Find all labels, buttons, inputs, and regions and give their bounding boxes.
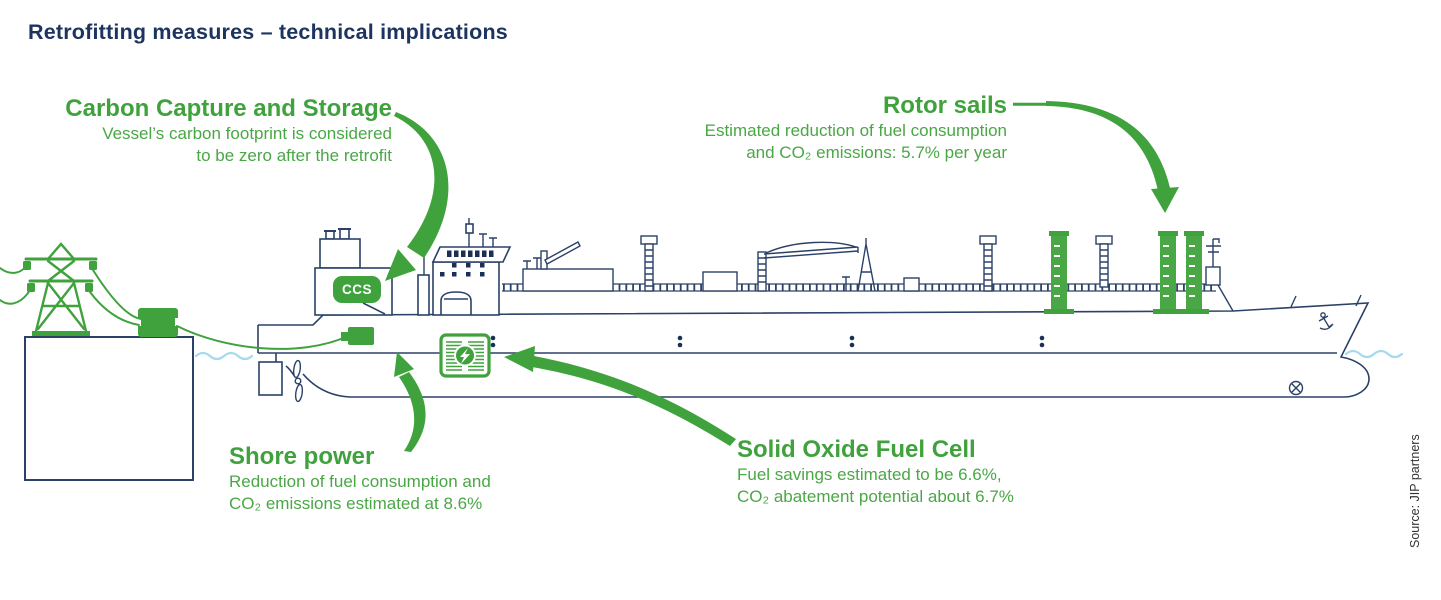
ladder-mast (1095, 235, 1113, 288)
sofc-line2: CO₂ abatement potential about 6.7% (737, 487, 1014, 506)
rotor-sail-icon (1179, 231, 1209, 314)
shore-heading: Shore power (229, 443, 375, 470)
shore-power-arrow (394, 352, 426, 452)
ccs-heading: Carbon Capture and Storage (65, 95, 392, 122)
transformer-box (135, 308, 181, 337)
aft-superstructure (314, 225, 430, 316)
annotation-rotor-sails: Rotor sails Estimated reduction of fuel … (607, 92, 1007, 164)
fuel-cell-icon (439, 333, 491, 378)
dock (24, 336, 194, 481)
ccs-badge: CCS (333, 276, 381, 303)
annotation-sofc: Solid Oxide Fuel Cell Fuel savings estim… (737, 436, 1117, 508)
rotor-sails-arrow (1013, 101, 1179, 213)
source-credit: Source: JIP partners (1408, 434, 1422, 548)
foremast (1205, 238, 1221, 286)
a-frame-mast (857, 238, 876, 292)
sofc-arrow (504, 346, 736, 446)
water-waves (194, 349, 1404, 361)
annotation-ccs: Carbon Capture and Storage Vessel’s carb… (30, 95, 392, 167)
rotor-sail-icon (1044, 231, 1074, 314)
ship-hull (257, 302, 1370, 398)
shore-line2: CO₂ emissions estimated at 8.6% (229, 494, 483, 513)
bow-staffs (1290, 294, 1362, 308)
ladder-mast (640, 235, 658, 292)
deck-vent (842, 276, 850, 291)
bridge-superstructure (431, 218, 512, 316)
deck-structures (522, 235, 1362, 308)
power-pylon-icon (23, 242, 98, 336)
shore-connector (341, 327, 374, 345)
ladder-mast (979, 235, 997, 292)
rotor-sails (1044, 231, 1209, 314)
annotation-shore-power: Shore power Reduction of fuel consumptio… (229, 443, 589, 515)
rotor-line1: Estimated reduction of fuel consumption (704, 121, 1007, 140)
bridge-windows (440, 250, 494, 277)
lightning-bolt-icon (460, 348, 470, 364)
rotor-sail-icon (1153, 231, 1183, 314)
ccs-line2: to be zero after the retrofit (196, 146, 392, 165)
sofc-heading: Solid Oxide Fuel Cell (737, 436, 976, 463)
rotor-line2: and CO₂ emissions: 5.7% per year (746, 143, 1007, 162)
shore-line1: Reduction of fuel consumption and (229, 472, 491, 491)
hull-dots (490, 335, 1045, 348)
ccs-line1: Vessel’s carbon footprint is considered (102, 124, 392, 143)
anchor-icon (1318, 312, 1334, 330)
aft-crane-boom (544, 241, 581, 265)
rudder (258, 361, 283, 396)
page-title: Retrofitting measures – technical implic… (28, 20, 508, 44)
propeller (292, 359, 304, 403)
rotor-heading: Rotor sails (882, 92, 1007, 119)
lifeboat (440, 291, 472, 315)
bow-thruster-icon (1288, 380, 1304, 396)
sofc-line1: Fuel savings estimated to be 6.6%, (737, 465, 1002, 484)
ccs-arrow (385, 112, 449, 281)
power-cable (0, 265, 349, 350)
deck-crane (757, 241, 859, 292)
